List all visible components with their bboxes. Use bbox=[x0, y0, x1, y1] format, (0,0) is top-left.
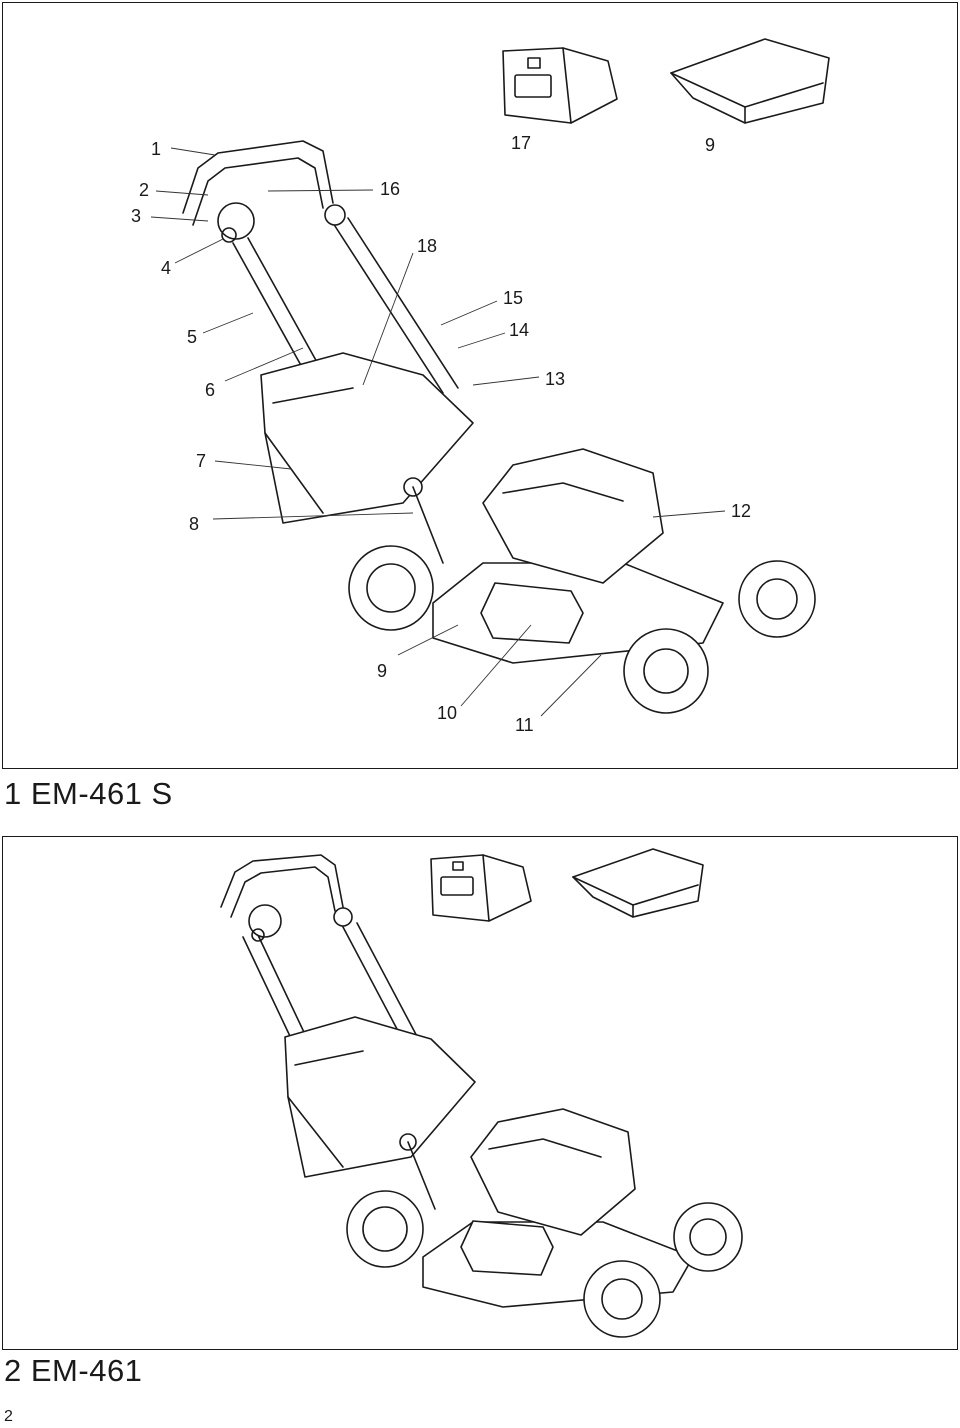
callout-18: 18 bbox=[417, 236, 437, 256]
figure-1-frame: 1 2 3 4 5 6 7 8 9 10 11 12 13 14 15 16 1… bbox=[2, 2, 958, 769]
mower-body-drawing bbox=[182, 140, 816, 714]
callout-9: 9 bbox=[377, 661, 387, 681]
callout-1: 1 bbox=[151, 139, 161, 159]
callout-5: 5 bbox=[187, 327, 197, 347]
figure-1-number: 1 bbox=[4, 776, 22, 811]
callout-2: 2 bbox=[139, 180, 149, 200]
figure-1-caption: 1 EM-461 S bbox=[4, 776, 173, 812]
callout-13: 13 bbox=[545, 369, 565, 389]
callout-16: 16 bbox=[380, 179, 400, 199]
mower-body-drawing bbox=[220, 854, 743, 1338]
callout-14: 14 bbox=[509, 320, 529, 340]
callout-6: 6 bbox=[205, 380, 215, 400]
callout-8: 8 bbox=[189, 514, 199, 534]
accessory-discharge-chute-drawing bbox=[572, 848, 704, 918]
figure-2-model: EM-461 bbox=[30, 1353, 143, 1388]
callout-15: 15 bbox=[503, 288, 523, 308]
callout-4: 4 bbox=[161, 258, 171, 278]
figure-2-number: 2 bbox=[4, 1353, 22, 1388]
callout-11: 11 bbox=[515, 715, 534, 735]
figure-1-model: EM-461 S bbox=[30, 776, 173, 811]
figure-2-illustration bbox=[220, 848, 743, 1338]
callout-17: 17 bbox=[511, 133, 531, 153]
leader-lines bbox=[150, 147, 726, 717]
page-number: 2 bbox=[4, 1408, 13, 1425]
callout-9-chute: 9 bbox=[705, 135, 715, 155]
callout-7: 7 bbox=[196, 451, 206, 471]
figure-2-caption: 2 EM-461 bbox=[4, 1353, 142, 1389]
callout-10: 10 bbox=[437, 703, 457, 723]
accessory-mulch-plug-drawing bbox=[430, 854, 532, 922]
accessory-discharge-chute-drawing bbox=[670, 38, 830, 124]
figure-1-illustration: 1 2 3 4 5 6 7 8 9 10 11 12 13 14 15 16 1… bbox=[131, 38, 830, 735]
callout-3: 3 bbox=[131, 206, 141, 226]
figure-2-frame bbox=[2, 836, 958, 1350]
accessory-mulch-plug-drawing bbox=[502, 47, 618, 124]
callout-12: 12 bbox=[731, 501, 751, 521]
